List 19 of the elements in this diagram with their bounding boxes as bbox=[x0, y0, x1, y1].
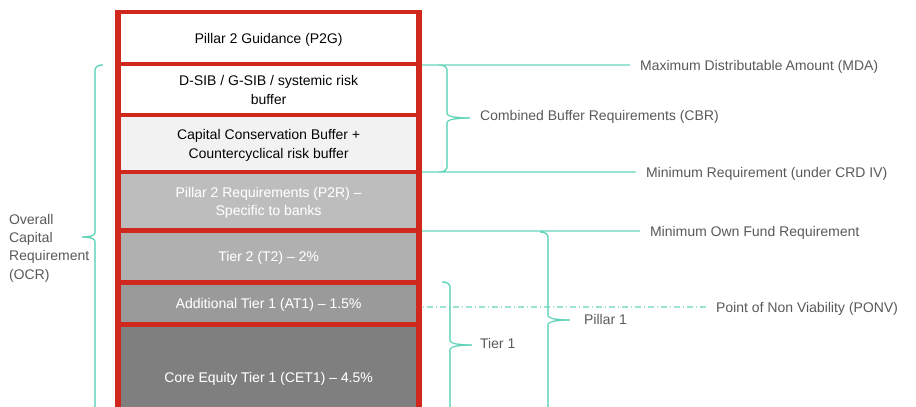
bracket-label: Tier 1 bbox=[480, 334, 516, 352]
threshold-label: Minimum Requirement (under CRD IV) bbox=[636, 164, 888, 180]
bracket-label: Combined Buffer Requirements (CBR) bbox=[480, 106, 719, 124]
leader-line bbox=[422, 64, 630, 66]
capital-layer-box: D-SIB / G-SIB / systemic risk buffer bbox=[121, 66, 416, 113]
threshold-label: Maximum Distributable Amount (MDA) bbox=[630, 57, 878, 73]
threshold-label: Point of Non Viability (PONV) bbox=[706, 299, 898, 315]
capital-layer-box: Pillar 2 Guidance (P2G) bbox=[121, 14, 416, 62]
capital-layer-box: Capital Conservation Buffer + Countercyclical risk buffer bbox=[121, 117, 416, 170]
capital-layer-box: Additional Tier 1 (AT1) – 1.5% bbox=[121, 285, 416, 322]
threshold-label: Minimum Own Fund Requirement bbox=[640, 223, 860, 239]
leader-line bbox=[422, 230, 640, 232]
capital-layer-box: Core Equity Tier 1 (CET1) – 4.5% bbox=[121, 327, 416, 407]
bracket-label: Pillar 1 bbox=[584, 310, 627, 328]
leader-line bbox=[422, 306, 706, 308]
leader-line bbox=[422, 171, 636, 173]
capital-layer-box: Pillar 2 Requirements (P2R) – Specific to banks bbox=[121, 174, 416, 228]
capital-layer-box: Tier 2 (T2) – 2% bbox=[121, 233, 416, 280]
bracket-label: Overall Capital Requirement (OCR) bbox=[9, 210, 89, 283]
